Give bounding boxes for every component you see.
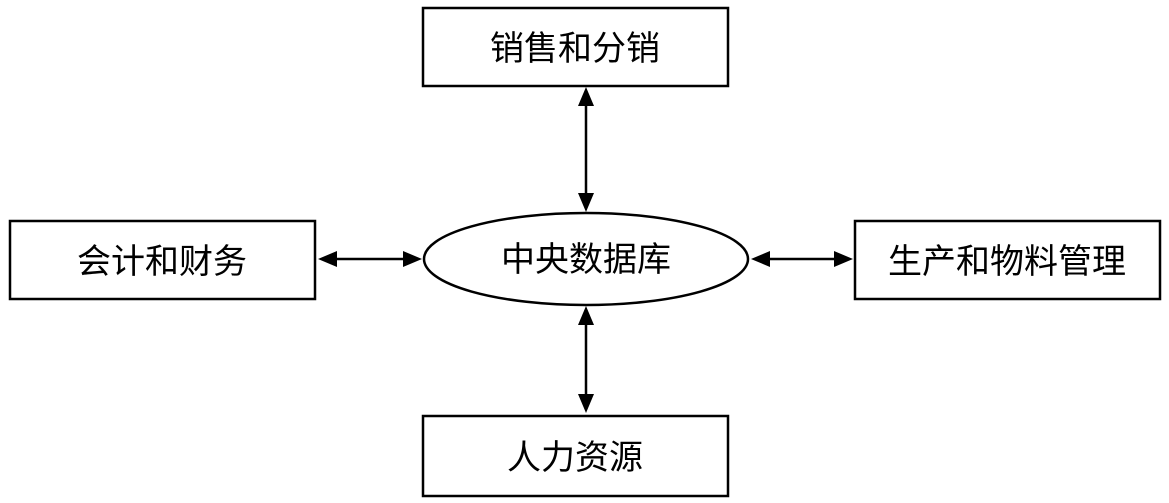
arrowhead-down-icon bbox=[578, 193, 594, 212]
node-accounting-finance-label: 会计和财务 bbox=[77, 242, 247, 282]
node-human-resources-box bbox=[421, 414, 730, 498]
arrowhead-right-icon bbox=[834, 251, 853, 267]
node-human-resources-label: 人力资源 bbox=[507, 438, 643, 478]
node-sales-distribution: 销售和分销 bbox=[421, 6, 730, 88]
arrowhead-up-icon bbox=[578, 306, 594, 325]
node-production-materials: 生产和物料管理 bbox=[853, 219, 1162, 301]
node-human-resources: 人力资源 bbox=[421, 414, 730, 498]
node-central-database: 中央数据库 bbox=[422, 211, 750, 307]
connector-top bbox=[578, 87, 594, 212]
central-database-ellipse bbox=[422, 211, 750, 307]
node-accounting-finance-box bbox=[8, 219, 317, 301]
node-production-materials-box bbox=[853, 219, 1162, 301]
connector-bottom bbox=[578, 306, 594, 413]
arrowhead-left-icon bbox=[751, 251, 770, 267]
node-sales-distribution-box bbox=[421, 6, 730, 88]
node-production-materials-label: 生产和物料管理 bbox=[888, 242, 1126, 282]
node-accounting-finance: 会计和财务 bbox=[8, 219, 317, 301]
central-database-label: 中央数据库 bbox=[501, 240, 671, 280]
connector-left bbox=[318, 251, 422, 267]
arrowhead-left-icon bbox=[318, 251, 337, 267]
node-sales-distribution-label: 销售和分销 bbox=[490, 29, 660, 69]
arrowhead-down-icon bbox=[578, 394, 594, 413]
arrowhead-up-icon bbox=[578, 87, 594, 106]
arrowhead-right-icon bbox=[403, 251, 422, 267]
connector-right bbox=[751, 251, 853, 267]
